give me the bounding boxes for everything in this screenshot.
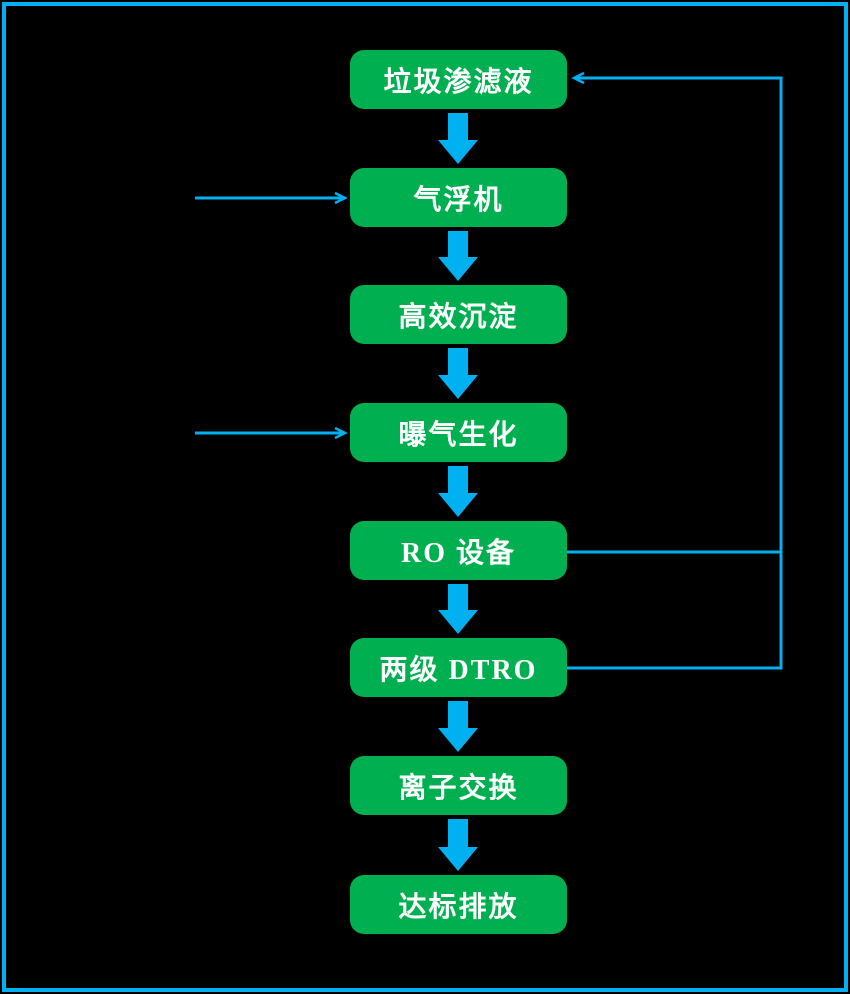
node-high-efficiency-sedimentation: 高效沉淀 <box>350 285 567 344</box>
down-arrow-icon <box>438 231 478 281</box>
node-ro-equipment: RO 设备 <box>350 521 567 580</box>
down-arrow-icon <box>438 466 478 517</box>
node-standard-discharge: 达标排放 <box>350 875 567 934</box>
down-arrow-icon <box>438 348 478 399</box>
return-line-dtro-to-leachate <box>567 78 783 670</box>
node-aeration-biochemical: 曝气生化 <box>350 403 567 462</box>
down-arrow-icon <box>438 701 478 752</box>
node-leachate: 垃圾渗滤液 <box>350 50 567 109</box>
node-two-stage-dtro: 两级 DTRO <box>350 638 567 697</box>
node-air-flotation: 气浮机 <box>350 168 567 227</box>
down-arrow-icon <box>438 584 478 634</box>
down-arrow-icon <box>438 113 478 164</box>
node-ion-exchange: 离子交换 <box>350 756 567 815</box>
down-arrow-icon <box>438 819 478 871</box>
